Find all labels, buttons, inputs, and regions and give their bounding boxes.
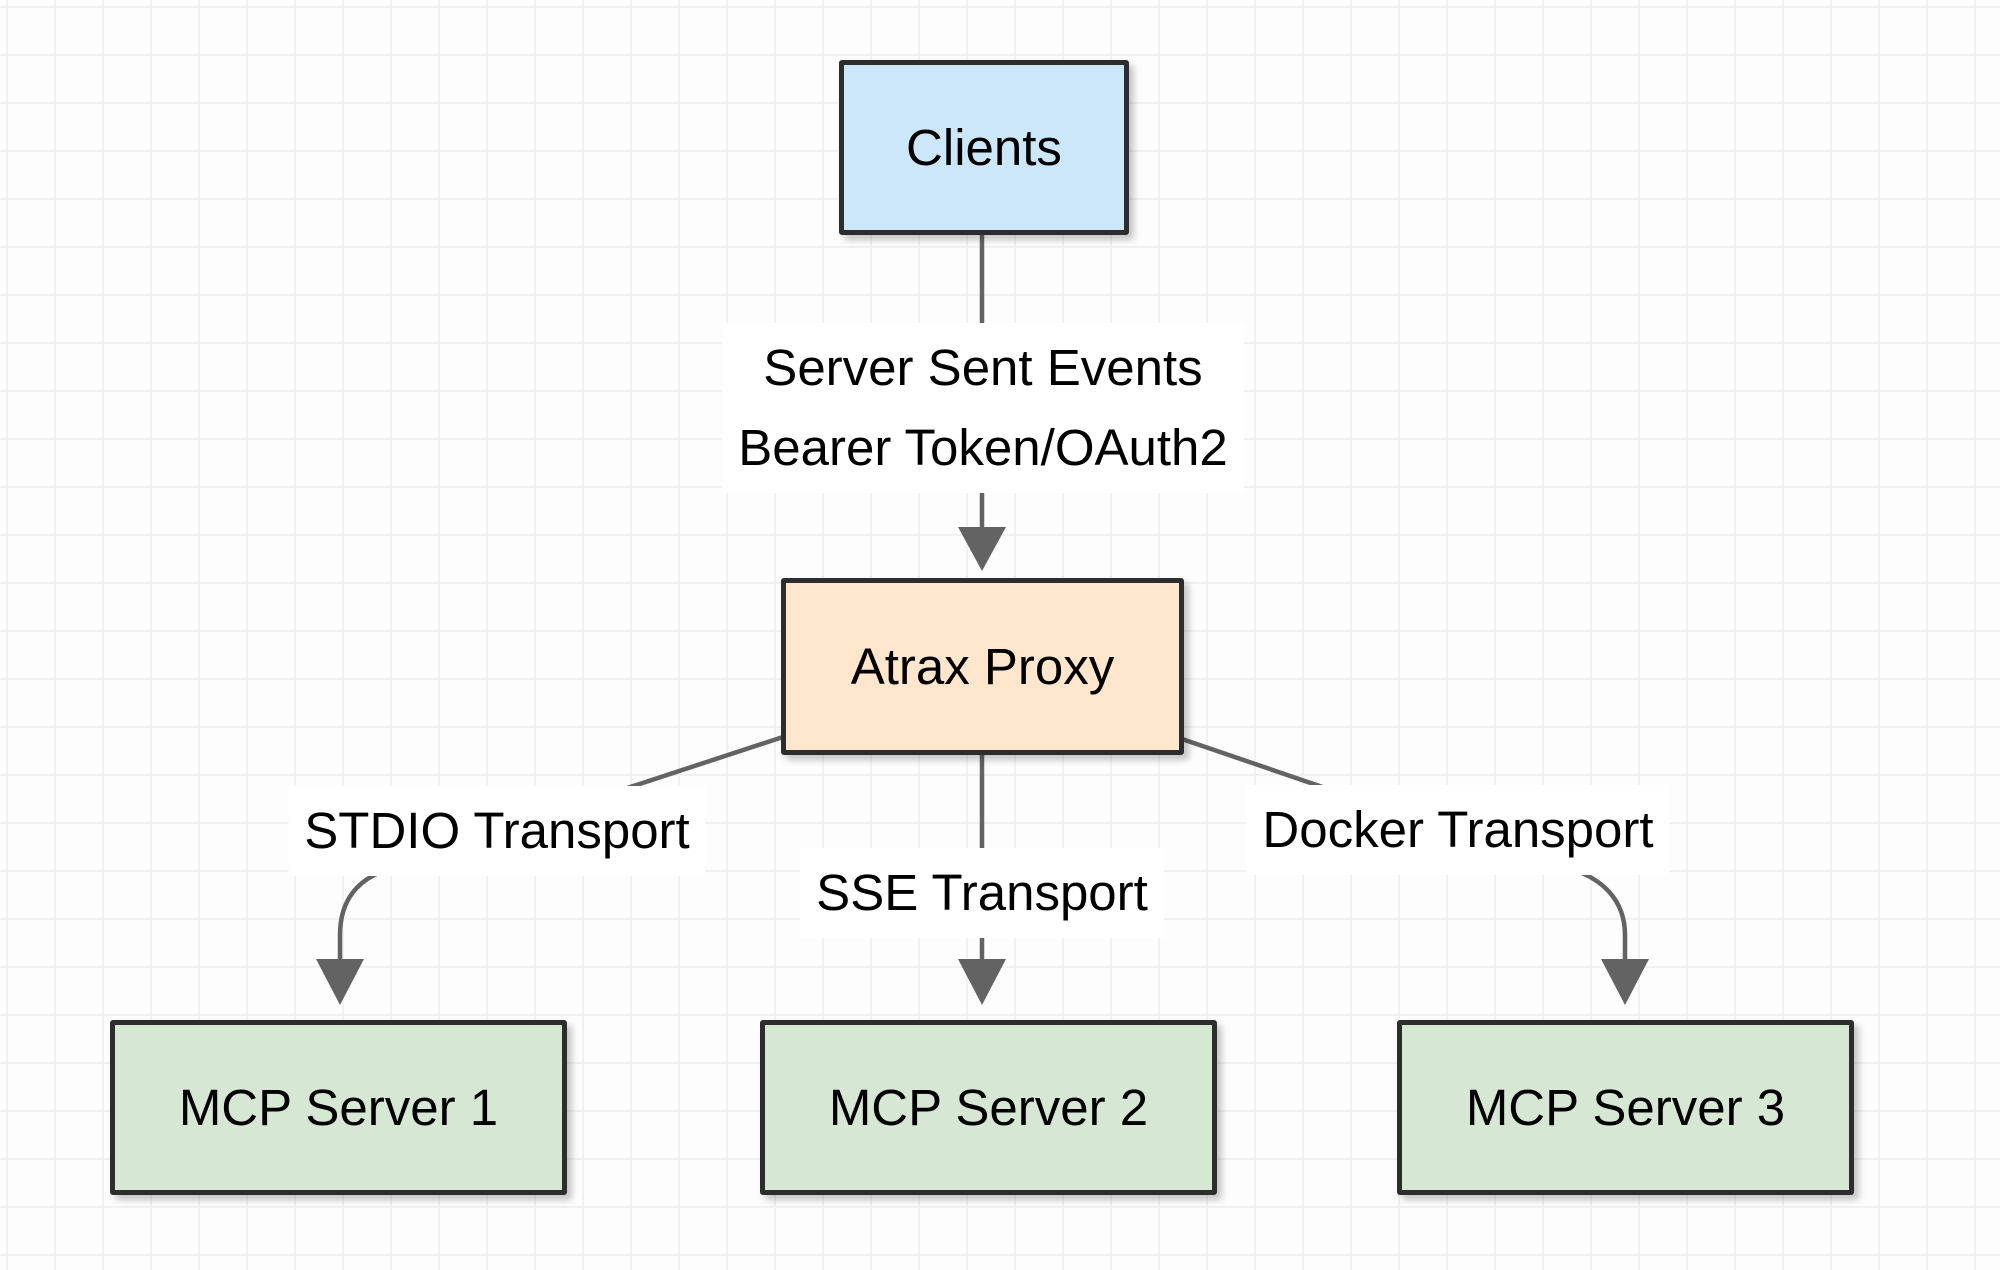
node-mcp-server-2: MCP Server 2 [760,1020,1217,1195]
edge-label-stdio-transport: STDIO Transport [288,786,706,876]
edge-atrax-to-stdio-label [609,734,786,796]
node-label: MCP Server 1 [178,1079,499,1136]
edge-label-text: Docker Transport [1262,801,1654,858]
edge-label-text: STDIO Transport [304,802,690,859]
edge-label-line-2: Bearer Token/OAuth2 [738,419,1228,476]
edge-docker-to-mcp3 [1567,866,1628,965]
node-label: MCP Server 2 [828,1079,1149,1136]
node-atrax-proxy: Atrax Proxy [781,578,1184,755]
edge-label-text: SSE Transport [816,864,1148,921]
node-clients: Clients [839,60,1129,235]
arrowhead-down-icon [958,527,1006,571]
arrowhead-down-icon [316,959,364,1005]
edge-atrax-to-docker-label [1179,736,1343,796]
node-label: Atrax Proxy [850,638,1115,695]
node-mcp-server-3: MCP Server 3 [1397,1020,1854,1195]
edge-label-docker-transport: Docker Transport [1246,785,1670,875]
edge-label-sse-auth: Server Sent Events Bearer Token/OAuth2 [722,323,1244,493]
arrowhead-down-icon [1601,959,1649,1005]
edge-label-line-1: Server Sent Events [763,339,1203,396]
arrowhead-down-icon [958,959,1006,1005]
node-label: Clients [906,119,1062,176]
node-label: MCP Server 3 [1465,1079,1786,1136]
node-mcp-server-1: MCP Server 1 [110,1020,567,1195]
edge-stdio-to-mcp1 [337,866,393,965]
edge-label-sse-transport: SSE Transport [800,848,1164,938]
